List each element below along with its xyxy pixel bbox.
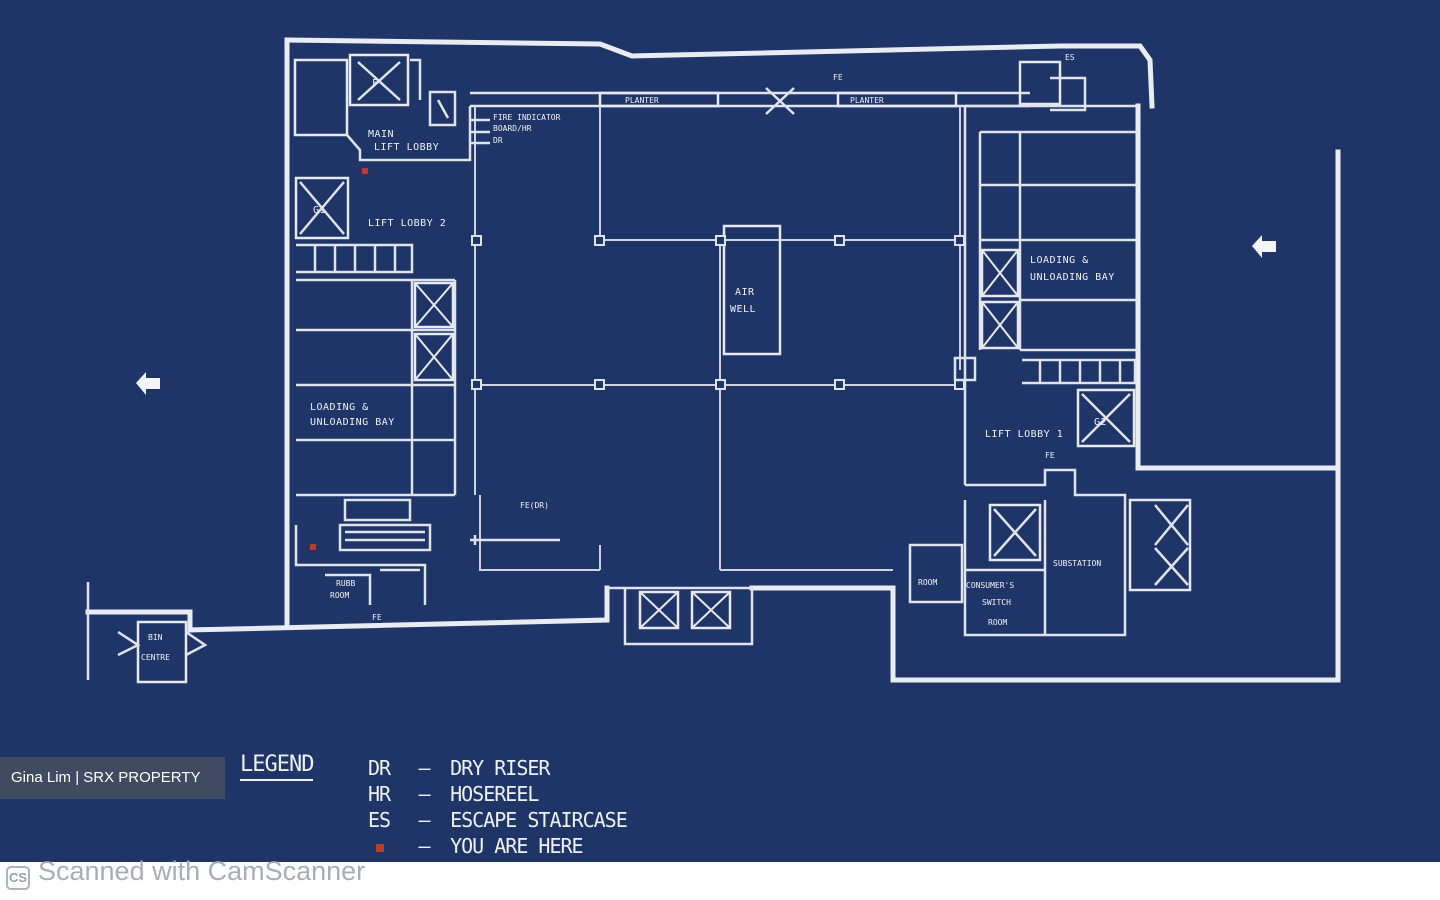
legend-item: HR — HOSEREEL	[368, 782, 539, 806]
blueprint-floor-plan: PLANTER PLANTER FE AIR WELL F MAIN LIFT	[0, 0, 1440, 862]
loading-right-label-1: LOADING &	[1030, 255, 1089, 266]
legend-text: DRY RISER	[450, 756, 550, 780]
outer-wall-bottom-right	[749, 465, 1341, 683]
f-label: F	[372, 78, 379, 89]
lift-lobby-2-label: LIFT LOBBY 2	[368, 218, 446, 229]
fire-indicator-label-2: BOARD/HR	[493, 124, 532, 133]
bin-centre-label-2: CENTRE	[141, 653, 170, 662]
you-are-here-marker	[362, 168, 368, 174]
loading-right-label-2: UNLOADING BAY	[1030, 272, 1115, 283]
watermark-label: Gina Lim | SRX PROPERTY	[0, 757, 225, 799]
bottom-wall	[187, 585, 610, 633]
g2-label: G2	[1094, 417, 1107, 428]
legend-item: ES — ESCAPE STAIRCASE	[368, 808, 628, 832]
legend-abbr: HR	[368, 782, 391, 806]
legend-title: LEGEND	[240, 752, 314, 781]
fire-indicator-label-3: DR	[493, 136, 503, 145]
air-well-label-1: AIR	[735, 287, 755, 298]
camscanner-icon: CS	[6, 866, 30, 890]
legend-item: DR — DRY RISER	[368, 756, 550, 780]
legend-dash: —	[418, 808, 431, 832]
fe-top-label: FE	[833, 73, 843, 82]
entrance-arrow-left	[136, 372, 160, 395]
entrance-arrow-right	[1252, 235, 1276, 258]
legend-item: — YOU ARE HERE	[368, 834, 584, 858]
fe-right-label: FE	[1045, 451, 1055, 460]
fe-right-top: ES	[1065, 53, 1075, 62]
planter-right-label: PLANTER	[850, 96, 884, 105]
loading-left-label-1: LOADING &	[310, 402, 369, 413]
scanner-footer	[0, 862, 1440, 900]
switch-room-label-2: SWITCH	[982, 598, 1011, 607]
loading-left-label-2: UNLOADING BAY	[310, 417, 395, 428]
columns	[471, 235, 965, 390]
legend-marker	[368, 834, 398, 858]
floor-plan-drawing: PLANTER PLANTER FE AIR WELL F MAIN LIFT	[85, 37, 1341, 684]
planter-left-label: PLANTER	[625, 96, 659, 105]
fire-indicator-label-1: FIRE INDICATOR	[493, 113, 561, 122]
legend-abbr: ES	[368, 808, 391, 832]
small-room-label-1: RUBB	[336, 579, 355, 588]
legend-text: YOU ARE HERE	[450, 834, 583, 858]
bottom-lifts	[638, 590, 732, 630]
switch-room-label-3: ROOM	[988, 618, 1007, 627]
outer-wall-right	[1135, 103, 1341, 471]
fe-center-mark: FE(DR)	[520, 501, 549, 510]
legend-abbr: DR	[368, 756, 391, 780]
room-left-label: ROOM	[918, 578, 937, 587]
legend-dash: —	[418, 782, 431, 806]
fe-bottom-label: FE	[372, 613, 382, 622]
legend-dash: —	[418, 834, 431, 858]
bin-wall	[85, 609, 193, 633]
legend-text: ESCAPE STAIRCASE	[450, 808, 628, 832]
legend-text: HOSEREEL	[450, 782, 539, 806]
you-are-here-marker-2	[310, 544, 316, 550]
scanner-text: Scanned with CamScanner	[38, 856, 366, 886]
main-lift-lobby-label-2: LIFT LOBBY	[374, 142, 439, 153]
legend-dash: —	[418, 756, 431, 780]
g1-label: G1	[313, 205, 326, 216]
air-well-label-2: WELL	[730, 304, 756, 315]
bin-centre-label-1: BIN	[148, 633, 163, 642]
outer-wall	[284, 37, 1155, 109]
switch-room-label-1: CONSUMER'S	[966, 581, 1014, 590]
lift-lobby-1-label: LIFT LOBBY 1	[985, 429, 1063, 440]
small-room-label-2: ROOM	[330, 591, 349, 600]
main-lift-lobby-label-1: MAIN	[368, 129, 394, 140]
substation-label: SUBSTATION	[1053, 559, 1101, 568]
